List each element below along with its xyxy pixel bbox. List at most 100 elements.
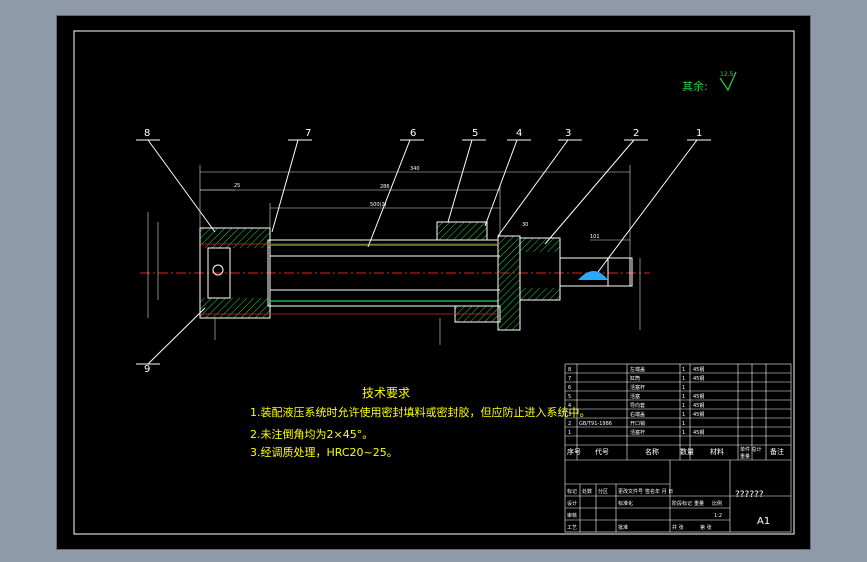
left-cap-lower: [200, 298, 270, 318]
parts-row-name: 导向套: [630, 402, 645, 409]
gland-upper: [520, 238, 560, 252]
parts-row-qty: 1: [682, 394, 685, 400]
parts-row-material: 45钢: [693, 429, 704, 436]
tb-design: 设计: [567, 500, 577, 507]
parts-row-name: 右端盖: [630, 411, 645, 418]
tb-sheet: 第 张: [700, 524, 712, 531]
parts-header-code: 代号: [595, 447, 609, 456]
parts-row-qty: 1: [682, 403, 685, 409]
rod-end: [559, 257, 631, 287]
parts-row-qty: 1: [682, 421, 685, 427]
drawing-frame: [73, 30, 795, 535]
port-circle: [212, 264, 224, 276]
callout-7: 7: [305, 128, 311, 139]
roughness-icon: [719, 71, 737, 92]
sheet-size: A1: [757, 516, 770, 527]
tb-zone: 分区: [598, 488, 608, 495]
parts-row-qty: 1: [682, 430, 685, 436]
requirement-2: 2.未注倒角均为2×45°。: [250, 427, 373, 441]
callout-8: 8: [144, 128, 150, 139]
dim-500: 500(2): [370, 202, 387, 208]
tb-mark: 标记: [567, 488, 577, 495]
tb-doc: 更改文件号: [618, 488, 643, 495]
requirement-1: 1.装配液压系统时允许使用密封填料或密封胶，但应防止进入系统中。: [250, 405, 591, 419]
parts-row-material: 45钢: [693, 411, 704, 418]
requirement-3: 3.经调质处理，HRC20~25。: [250, 446, 398, 459]
tb-sign: 签名: [645, 488, 655, 495]
parts-row-no: 4: [568, 403, 571, 409]
parts-header-weight: 单件 总计: [740, 446, 762, 453]
parts-row-qty: 1: [682, 385, 685, 391]
drawing-name: ??????: [735, 490, 764, 500]
tb-check: 审核: [567, 512, 577, 519]
piston-upper: [437, 222, 487, 240]
callout-4: 4: [516, 128, 522, 139]
left-end-cap: [199, 227, 271, 319]
parts-row-qty: 1: [682, 376, 685, 382]
left-cap-bore: [207, 247, 231, 299]
gland-lower: [520, 288, 560, 300]
title-block: [564, 363, 792, 533]
tb-stage: 阶段标记: [672, 500, 692, 507]
parts-list: 8 左端盖 1 45钢 7 缸筒 1 45钢 6 活塞杆 1 5 活塞 1 45钢 4 导向套 1 45钢 3 右端盖 1…: [568, 366, 704, 436]
callout-6: 6: [410, 128, 416, 139]
parts-row-name: 活塞: [630, 393, 640, 400]
parts-row-no: 7: [568, 376, 571, 382]
tb-std: 标准化: [618, 500, 633, 507]
parts-row-name: 开口销: [630, 420, 645, 427]
dim-30: 30: [522, 222, 528, 228]
parts-header-qty: 数量: [680, 447, 694, 456]
callout-1: 1: [696, 128, 702, 139]
tb-sheets: 共 张: [672, 524, 684, 531]
parts-row-material: 45钢: [693, 375, 704, 382]
parts-row-name: 活塞杆: [630, 429, 645, 436]
tb-scale: 1:2: [714, 513, 722, 519]
parts-row-code: GB/T91-1986: [579, 421, 612, 427]
parts-row-no: 2: [568, 421, 571, 427]
callout-5: 5: [472, 128, 478, 139]
drawing-canvas[interactable]: [56, 15, 811, 550]
rod-eye: [578, 271, 608, 280]
dim-286: 286: [380, 184, 390, 190]
parts-row-no: 6: [568, 385, 571, 391]
parts-header-remark: 备注: [770, 447, 784, 456]
cylinder-assembly: [199, 221, 633, 331]
tb-count: 处数: [582, 488, 592, 495]
parts-row-material: 45钢: [693, 402, 704, 409]
callout-3: 3: [565, 128, 571, 139]
parts-row-material: 45钢: [693, 366, 704, 373]
rod-end-tip: [607, 257, 633, 287]
parts-row-no: 3: [568, 412, 571, 418]
parts-row-name: 缸筒: [630, 375, 640, 382]
parts-header-name: 名称: [645, 447, 659, 456]
surface-mark-value: 12.5: [720, 71, 734, 78]
callout-9: 9: [144, 364, 150, 375]
tb-approve: 批准: [618, 524, 628, 531]
parts-row-qty: 1: [682, 367, 685, 373]
dim-101: 101: [590, 234, 600, 240]
left-cap-upper: [200, 228, 270, 248]
leader-lines: [136, 139, 711, 365]
parts-row-no: 5: [568, 394, 571, 400]
surface-mark-label: 其余:: [682, 79, 708, 93]
requirements-title: 技术要求: [362, 386, 410, 400]
parts-header-weight2: 重量: [740, 453, 750, 460]
parts-row-name: 左端盖: [630, 366, 645, 373]
tb-ratio: 比例: [712, 500, 722, 507]
tb-date: 年 月 日: [655, 488, 673, 495]
tb-process: 工艺: [567, 525, 577, 531]
parts-row-qty: 1: [682, 412, 685, 418]
tb-weight: 重量: [694, 500, 704, 507]
parts-header-material: 材料: [710, 447, 724, 456]
right-cap-fill: [498, 236, 520, 330]
callout-2: 2: [633, 128, 639, 139]
piston: [436, 221, 488, 241]
dim-25: 25: [234, 183, 240, 189]
parts-header-no: 序号: [567, 447, 581, 456]
parts-row-no: 8: [568, 367, 571, 373]
parts-row-material: 45钢: [693, 393, 704, 400]
parts-row-no: 1: [568, 430, 571, 436]
dimension-lines: [147, 165, 641, 345]
dim-340: 340: [410, 166, 420, 172]
